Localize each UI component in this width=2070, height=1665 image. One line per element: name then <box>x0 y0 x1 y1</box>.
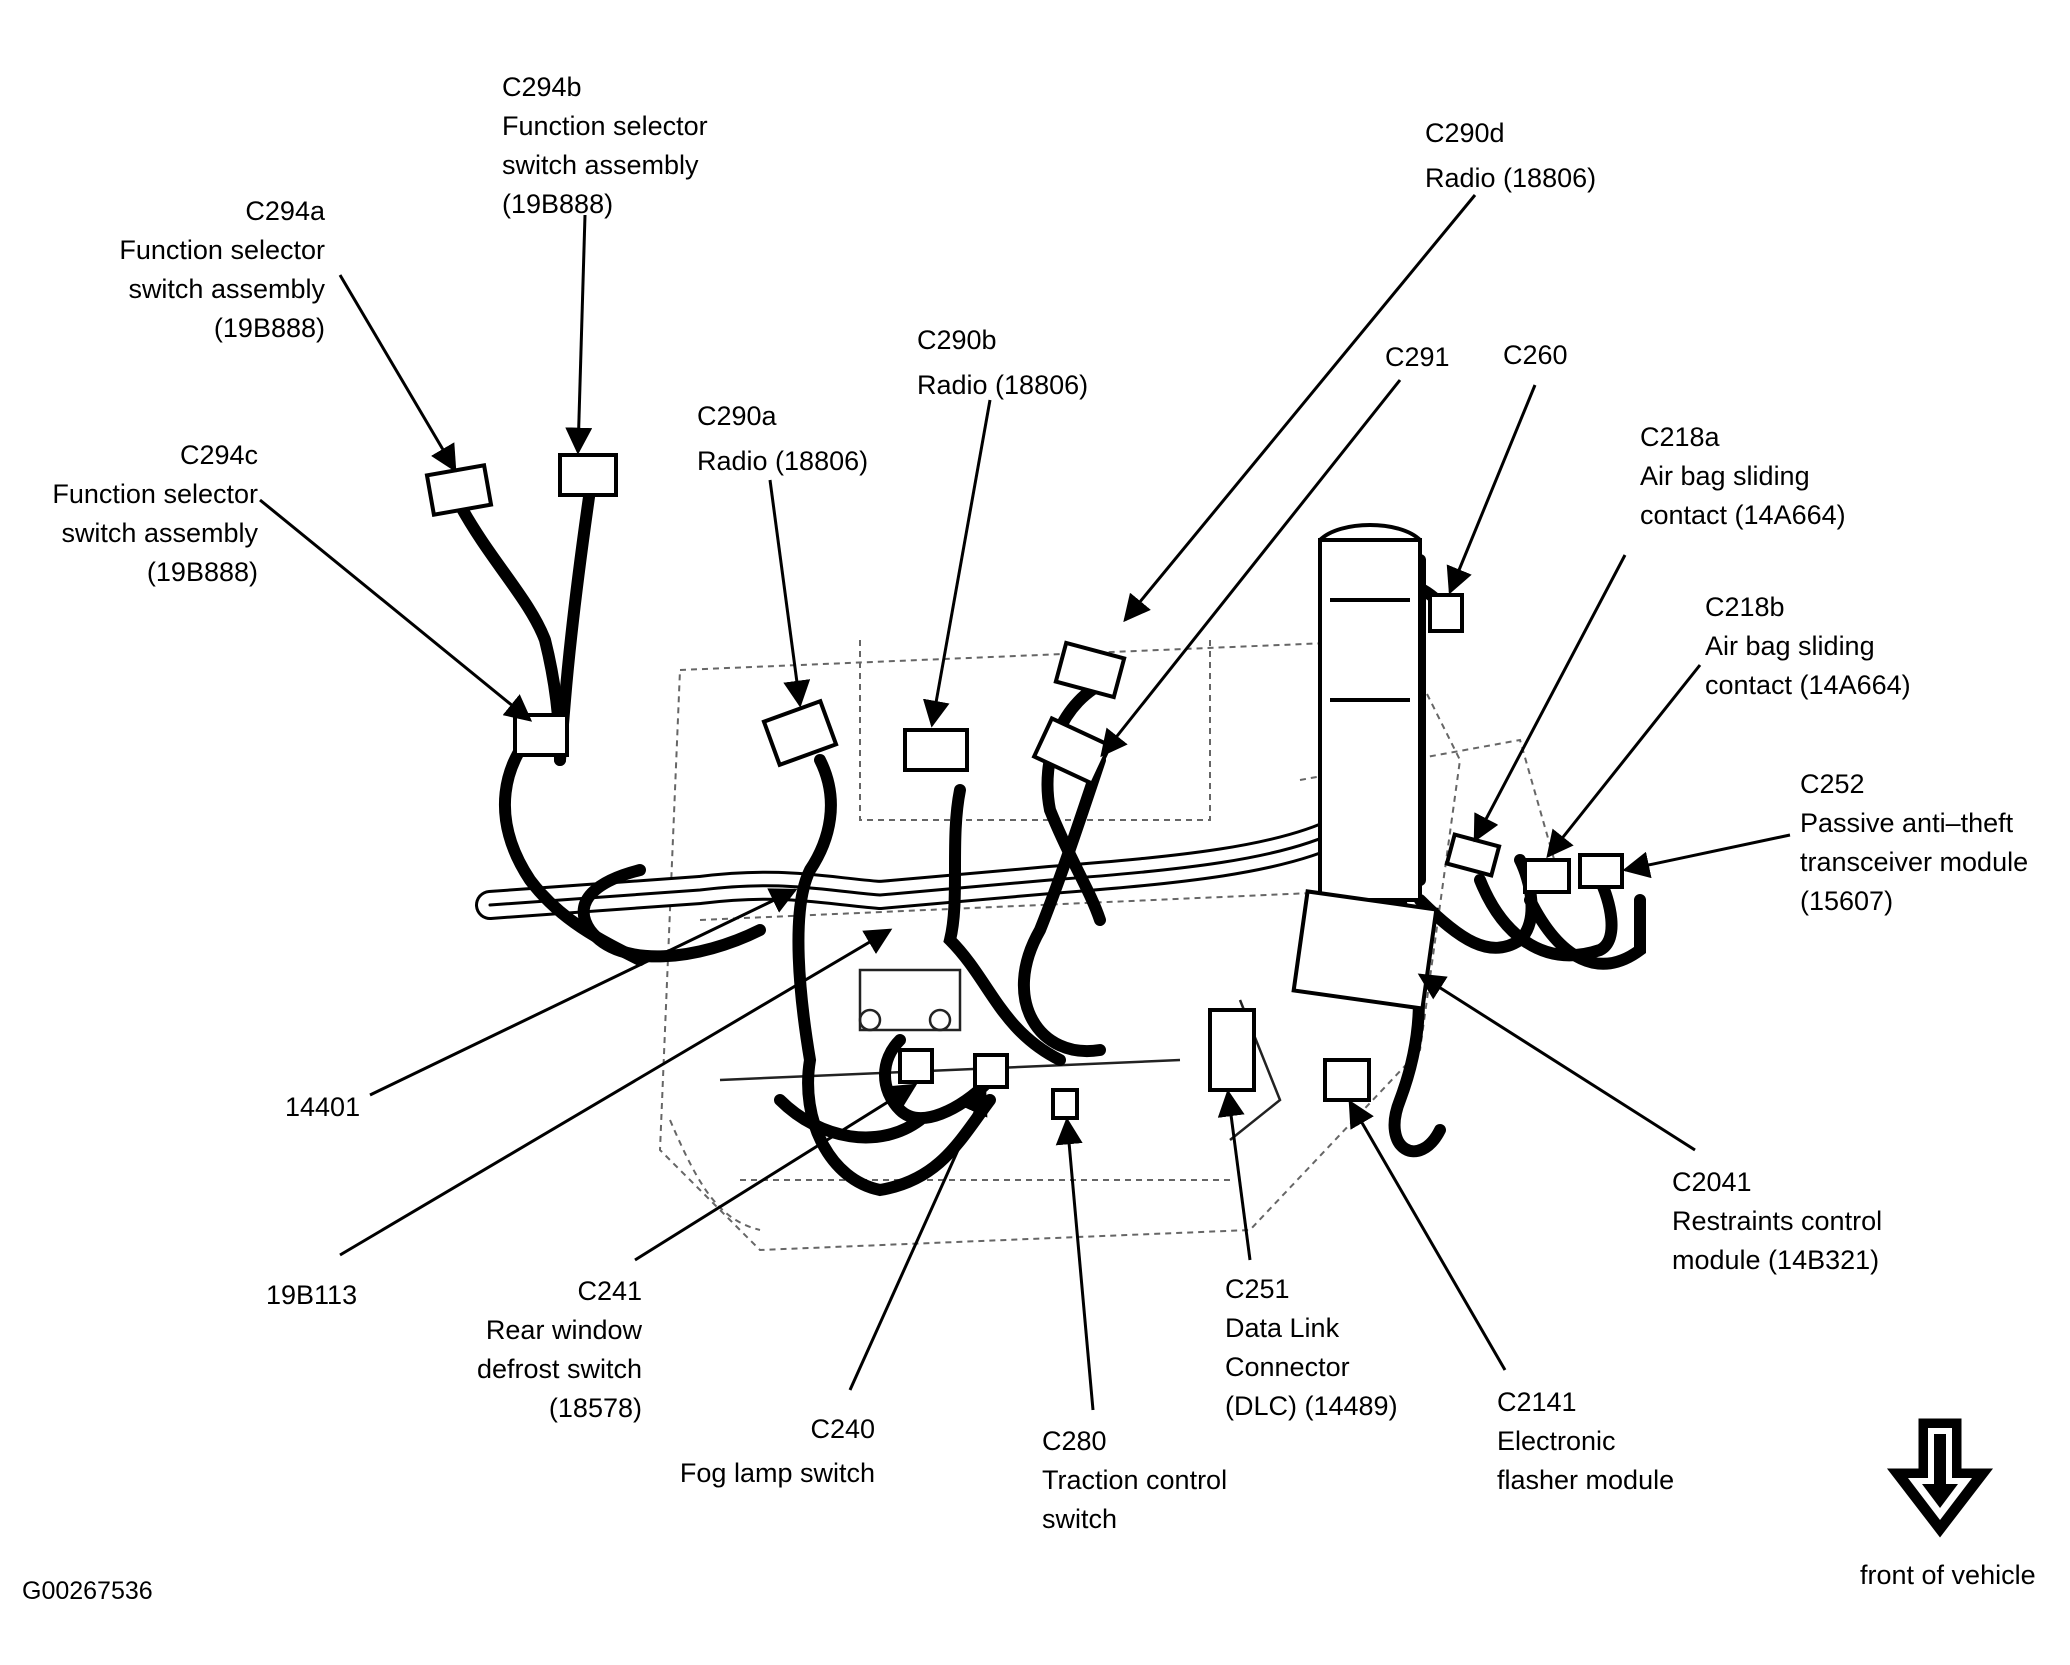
component-name: Air bag sliding <box>1640 461 1810 491</box>
connector-c294c <box>513 713 569 757</box>
part-number: (15607) <box>1800 886 1894 916</box>
part-number: (19B888) <box>146 557 258 587</box>
connector-id: C294b <box>502 72 582 102</box>
connector-id: C252 <box>1800 769 1865 799</box>
harness-number: 14401 <box>285 1092 361 1122</box>
part-number: (DLC) (14489) <box>1225 1391 1398 1421</box>
connector-c290a <box>761 698 839 768</box>
connector-c290b <box>903 728 969 772</box>
front-of-vehicle-label: front of vehicle <box>1860 1560 2036 1590</box>
connector-id: C294a <box>245 196 325 226</box>
component-name: Connector <box>1225 1352 1350 1382</box>
component-name: switch assembly <box>128 274 325 304</box>
callout-c290b: C290b Radio (18806) <box>917 318 1088 408</box>
component-name: switch assembly <box>502 150 699 180</box>
connector-c2141 <box>1323 1058 1371 1102</box>
component-name: Passive anti–theft <box>1800 808 2014 838</box>
connector-c218a <box>1444 832 1502 878</box>
connector-c251 <box>1208 1008 1256 1092</box>
callout-c2041: C2041 Restraints control module (14B321) <box>1672 1163 1882 1280</box>
callout-c2141: C2141 Electronic flasher module <box>1497 1383 1674 1500</box>
connector-id: C290a <box>697 401 777 431</box>
connector-id: C251 <box>1225 1274 1290 1304</box>
component-name: Restraints control <box>1672 1206 1883 1236</box>
connector-id: C241 <box>577 1276 642 1306</box>
component-name: defrost switch <box>476 1354 642 1384</box>
component-name: Radio (18806) <box>1425 163 1597 193</box>
part-number: contact (14A664) <box>1640 500 1846 530</box>
connector-c290d <box>1053 640 1127 700</box>
component-name: Radio (18806) <box>917 370 1089 400</box>
component-name: Radio (18806) <box>697 446 869 476</box>
callout-c294c: C294c Function selector switch assembly … <box>20 436 258 592</box>
component-name: transceiver module <box>1800 847 2029 877</box>
connector-id: C290d <box>1425 118 1505 148</box>
connector-c2041 <box>1291 889 1439 1011</box>
steering-column <box>1318 523 1422 902</box>
component-name: module (14B321) <box>1672 1245 1880 1275</box>
connector-c218b <box>1523 858 1571 894</box>
connectors <box>424 453 1624 1120</box>
connector-c291 <box>1031 715 1113 787</box>
callout-c260: C260 <box>1503 336 1568 375</box>
connector-id: C2141 <box>1497 1387 1577 1417</box>
connector-id: C240 <box>810 1414 875 1444</box>
component-name: Fog lamp switch <box>679 1458 875 1488</box>
callout-c241: C241 Rear window defrost switch (18578) <box>420 1272 642 1428</box>
component-name: Function selector <box>52 479 258 509</box>
component-name: Function selector <box>502 111 708 141</box>
part-number: contact (14A664) <box>1705 670 1911 700</box>
main-harness <box>475 785 1415 920</box>
component-name: flasher module <box>1497 1465 1675 1495</box>
connector-c294b <box>558 453 618 497</box>
callout-c294a: C294a Function selector switch assembly … <box>60 192 325 348</box>
connector-id: C218a <box>1640 422 1720 452</box>
component-name: Electronic <box>1497 1426 1616 1456</box>
callout-19b113: 19B113 <box>266 1276 357 1315</box>
connector-c260 <box>1428 593 1464 633</box>
connector-id: C260 <box>1503 340 1568 370</box>
part-number: (18578) <box>548 1393 642 1423</box>
part-number: (19B888) <box>502 189 614 219</box>
component-name: Air bag sliding <box>1705 631 1875 661</box>
part-number: (19B888) <box>213 313 325 343</box>
callout-c290a: C290a Radio (18806) <box>697 394 868 484</box>
connector-c294a <box>424 462 494 518</box>
connector-id: C291 <box>1385 342 1450 372</box>
connector-c241 <box>898 1048 934 1084</box>
connector-c252 <box>1578 853 1624 889</box>
component-name: switch assembly <box>61 518 258 548</box>
connector-id: C218b <box>1705 592 1785 622</box>
connector-id: C290b <box>917 325 997 355</box>
harness-number: 19B113 <box>266 1280 358 1310</box>
callout-c280: C280 Traction control switch <box>1042 1422 1227 1539</box>
callout-14401: 14401 <box>285 1088 360 1127</box>
figure-id: G00267536 <box>22 1577 153 1605</box>
callout-c218b: C218b Air bag sliding contact (14A664) <box>1705 588 1911 705</box>
connector-id: C294c <box>179 440 258 470</box>
callout-c251: C251 Data Link Connector (DLC) (14489) <box>1225 1270 1398 1426</box>
down-arrow-icon <box>1886 1418 1994 1538</box>
component-name: switch <box>1042 1504 1118 1534</box>
callout-c252: C252 Passive anti–theft transceiver modu… <box>1800 765 2028 921</box>
component-name: Rear window <box>485 1315 642 1345</box>
callout-c290d: C290d Radio (18806) <box>1425 111 1596 201</box>
component-name: Function selector <box>119 235 325 265</box>
callout-c291: C291 <box>1385 338 1450 377</box>
connector-c240 <box>973 1053 1009 1089</box>
connector-c280 <box>1051 1088 1079 1120</box>
connector-id: C2041 <box>1672 1167 1752 1197</box>
component-name: Data Link <box>1225 1313 1340 1343</box>
callout-c294b: C294b Function selector switch assembly … <box>502 68 708 224</box>
leader-lines <box>259 194 1791 1411</box>
connector-id: C280 <box>1042 1426 1107 1456</box>
component-name: Traction control <box>1042 1465 1228 1495</box>
callout-c218a: C218a Air bag sliding contact (14A664) <box>1640 418 1846 535</box>
callout-c240: C240 Fog lamp switch <box>640 1407 875 1495</box>
